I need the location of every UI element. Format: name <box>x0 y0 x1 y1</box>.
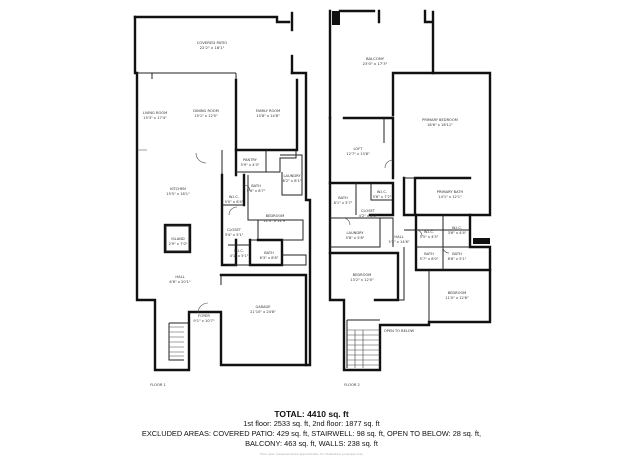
family-room-dims: 15'8" x 14'8" <box>256 114 280 118</box>
bath-name: BATH <box>251 184 261 188</box>
hall-2-dims: 3'2" x 14'6" <box>388 240 409 244</box>
closet-2-dims: 4'2" x 3'0" <box>359 214 378 218</box>
kitchen-name: KITCHEN <box>170 187 186 191</box>
primary-bath-dims: 14'1" x 12'1" <box>438 195 462 199</box>
bedroom-b-name: BEDROOM <box>448 291 467 295</box>
laundry-2-name: LAUNDRY <box>346 231 364 235</box>
bedroom-a-dims: 13'2" x 12'0" <box>350 278 374 282</box>
loft-name: LOFT <box>354 147 364 151</box>
pantry-name: PANTRY <box>243 158 258 162</box>
foyer-name: FOYER <box>198 314 210 318</box>
wic-dims: 5'0" x 6'4" <box>225 200 244 204</box>
family-room-name: FAMILY ROOM <box>256 109 280 113</box>
first-floor: COVERED PATIO 22'2" x 18'1" LIVING ROOM … <box>133 11 312 387</box>
closet-dims: 3'4" x 5'1" <box>225 233 244 237</box>
garage-name: GARAGE <box>255 305 271 309</box>
wic-b-name: W.I.C. <box>424 230 434 234</box>
first-bath2-dims: 6'3" x 8'8" <box>260 256 279 260</box>
living-room-name: LIVING ROOM <box>143 111 167 115</box>
floor-2-label: FLOOR 2 <box>344 383 360 387</box>
balcony-dims: 23'0" x 17'3" <box>363 61 388 66</box>
closet-2-name: CLOSET <box>361 209 376 213</box>
dining-room-dims: 15'1" x 12'5" <box>194 114 218 118</box>
primary-bath-name: PRIMARY BATH <box>437 190 464 194</box>
laundry-name: LAUNDRY <box>283 174 301 178</box>
closet-name: CLOSET <box>227 228 242 232</box>
bath-dims: 5'4" x 8'7" <box>247 189 266 193</box>
disclaimer: Floor plan measurements approximate, for… <box>259 452 364 456</box>
living-room-dims: 15'3" x 17'4" <box>143 116 167 120</box>
bath-b-name: BATH <box>452 252 462 256</box>
floor-areas: 1st floor: 2533 sq. ft, 2nd floor: 1877 … <box>243 419 380 428</box>
pantry-dims: 5'9" x 4'3" <box>241 163 260 167</box>
open-to-below-label: OPEN TO BELOW <box>384 329 415 333</box>
wall-segment <box>473 238 490 244</box>
balcony-walls: BALCONY: 463 sq. ft, WALLS: 238 sq. ft <box>245 439 378 448</box>
island-dims: 2'9" x 7'0" <box>169 242 188 246</box>
primary-bedroom-name: PRIMARY BEDROOM <box>422 118 458 122</box>
bath-a-name: BATH <box>338 196 348 200</box>
kitchen-dims: 15'5" x 18'1" <box>166 192 190 196</box>
balcony-post <box>332 11 340 25</box>
hall-dims: 6'8" x 20'1" <box>169 280 190 284</box>
garage-dims: 21'10" x 24'8" <box>250 310 276 314</box>
wic-a-dims: 5'6" x 7'2" <box>373 195 392 199</box>
bedroom-name: BEDROOM <box>266 214 285 218</box>
dining-room-name: DINING ROOM <box>193 109 218 113</box>
hall-name: HALL <box>175 275 184 279</box>
island-name: ISLAND <box>171 237 185 241</box>
bath-b-dims: 8'6" x 5'1" <box>448 257 467 261</box>
bedroom-dims: 11'0" x 12'9" <box>263 219 287 223</box>
second-floor: BALCONY 23'0" x 17'3" LOFT 12'7" x 13'8"… <box>328 9 492 387</box>
excluded-areas: EXCLUDED AREAS: COVERED PATIO: 429 sq. f… <box>141 429 482 438</box>
loft-dims: 12'7" x 13'8" <box>346 152 370 156</box>
covered-patio-dims: 22'2" x 18'1" <box>200 45 225 50</box>
wic-c-dims: 3'6" x 4'4" <box>448 231 467 235</box>
wic-a-name: W.I.C. <box>377 190 387 194</box>
balcony-name: BALCONY <box>366 56 385 61</box>
wic-b-dims: 5'5" x 4'5" <box>420 235 439 239</box>
wic2-dims: 4'1" x 5'1" <box>230 254 249 258</box>
bath-c-name: BATH <box>424 252 434 256</box>
covered-patio-name: COVERED PATIO <box>197 40 228 45</box>
laundry-dims: 6'2" x 8'1" <box>283 179 302 183</box>
total-area: TOTAL: 4410 sq. ft <box>274 409 349 419</box>
wic-c-name: W.I.C. <box>452 226 462 230</box>
wic2-name: W.I.C. <box>234 249 244 253</box>
bedroom-b-dims: 11'0" x 12'6" <box>445 296 469 300</box>
bedroom-a-name: BEDROOM <box>353 273 372 277</box>
first-bath2-name: BATH <box>264 251 274 255</box>
laundry-2-dims: 5'8" x 5'8" <box>346 236 365 240</box>
hall-2-name: HALL <box>394 235 403 239</box>
foyer-dims: 9'1" x 10'7" <box>193 319 214 323</box>
wic-name: W.I.C. <box>229 195 239 199</box>
bath-c-dims: 5'7" x 8'0" <box>420 257 439 261</box>
floor-1-label: FLOOR 1 <box>150 383 166 387</box>
bath-a-dims: 8'1" x 5'7" <box>334 201 353 205</box>
primary-bedroom-dims: 18'6" x 18'11" <box>427 123 453 127</box>
